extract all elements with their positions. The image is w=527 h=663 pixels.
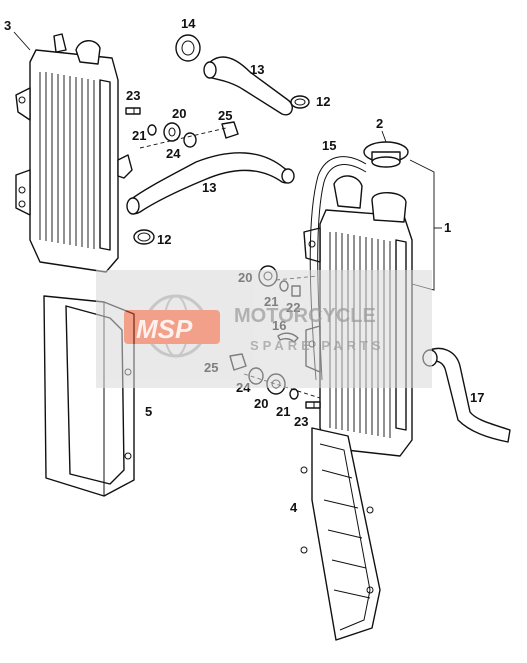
callout-20-upper: 20: [172, 106, 186, 121]
grommet-20-upper: [163, 122, 181, 142]
callout-21-upper: 21: [132, 128, 146, 143]
msp-logo-text: MSP: [136, 314, 193, 344]
radiator-guard-4: [300, 427, 381, 641]
hose-clamp-12-lower: [133, 229, 155, 245]
callout-2: 2: [376, 116, 383, 131]
callout-23-lower: 23: [294, 414, 308, 429]
callout-25-upper: 25: [218, 108, 232, 123]
callout-15: 15: [322, 138, 336, 153]
callout-5: 5: [145, 404, 152, 419]
callout-12-upper: 12: [316, 94, 330, 109]
callout-17: 17: [470, 390, 484, 405]
clip-25-upper: [221, 121, 239, 139]
seal-ring-14: [175, 34, 201, 62]
msp-watermark: [96, 270, 432, 388]
callout-23-upper: 23: [126, 88, 140, 103]
bolt-23-lower: [305, 401, 321, 409]
watermark-word-1: MOTORCYCLE: [234, 305, 376, 327]
msp-logo-badge: [124, 310, 220, 344]
callout-24-upper: 24: [166, 146, 181, 161]
callout-1: 1: [444, 220, 451, 235]
callout-14: 14: [181, 16, 196, 31]
callout-21-lower: 21: [276, 404, 290, 419]
callout-12-lower: 12: [157, 232, 171, 247]
hose-13-lower: [126, 152, 295, 215]
hose-13-upper: [203, 56, 293, 116]
hose-clamp-12-upper: [290, 95, 310, 109]
watermark-word-2: SPARE PARTS: [250, 338, 385, 353]
washer-21-upper: [147, 124, 157, 136]
left-radiator: [15, 33, 133, 273]
callout-13-lower: 13: [202, 180, 216, 195]
bolt-23-upper: [125, 107, 141, 115]
radiator-cap-2: [363, 141, 409, 168]
callout-3: 3: [4, 18, 11, 33]
callout-20-lower: 20: [254, 396, 268, 411]
washer-21-lower: [289, 388, 299, 400]
bushing-24-upper: [183, 132, 197, 148]
callout-13-upper: 13: [250, 62, 264, 77]
hose-17: [422, 347, 511, 443]
callout-4: 4: [290, 500, 298, 515]
